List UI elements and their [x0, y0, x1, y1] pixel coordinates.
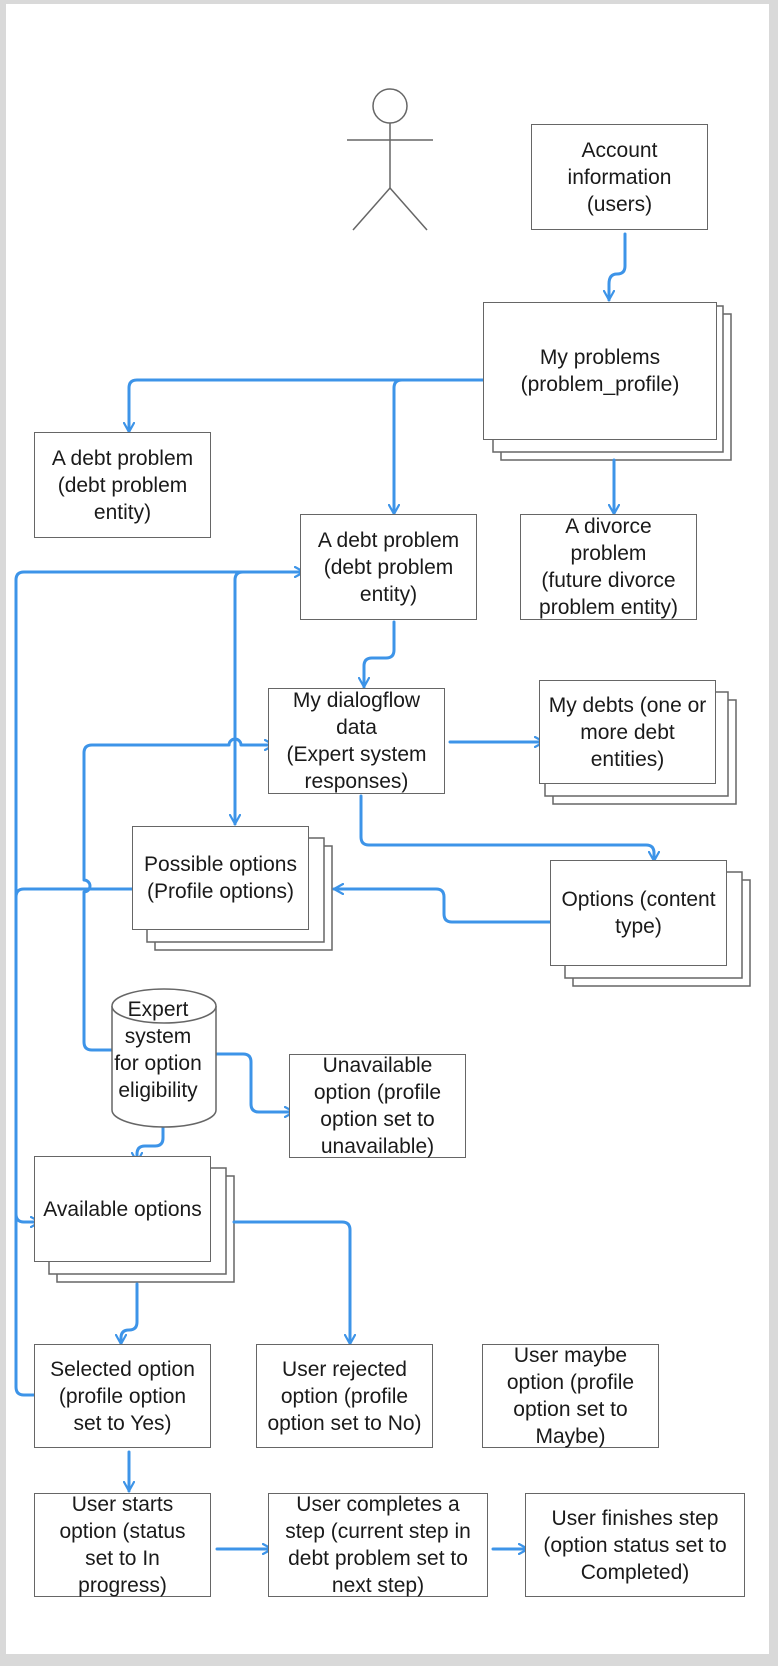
link-expert-dialogflow — [82, 737, 276, 1052]
link-dialogflow-options — [359, 794, 654, 863]
options-content-type-node: Options (content type) — [550, 860, 727, 966]
link-available-rejected — [232, 1220, 350, 1346]
link-available-selected — [121, 1282, 139, 1346]
link-debt2-dialogflow — [364, 620, 396, 689]
my-debts-node: My debts (one or more debt entities) — [539, 680, 716, 784]
expert-system-node: Expert system for option eligibility — [114, 998, 202, 1102]
link-branch-possible — [235, 570, 245, 826]
debt-problem-node-2: A debt problem (debt problem entity) — [300, 514, 477, 620]
selected-option-node: Selected option (profile option set to Y… — [34, 1344, 211, 1448]
dialogflow-data-node: My dialogflow data (Expert system respon… — [268, 688, 445, 794]
unavailable-option-node: Unavailable option (profile option set t… — [289, 1054, 466, 1158]
divorce-problem-node: A divorce problem (future divorce proble… — [520, 514, 697, 620]
maybe-option-node: User maybe option (profile option set to… — [482, 1344, 659, 1448]
debt-problem-node-1: A debt problem (debt problem entity) — [34, 432, 211, 538]
stick-figure-actor-icon — [347, 88, 433, 231]
user-completes-step-node: User completes a step (current step in d… — [268, 1493, 488, 1597]
link-expert-available — [137, 1125, 165, 1164]
user-starts-option-node: User starts option (status set to In pro… — [34, 1493, 211, 1597]
account-information-node: Account information (users) — [531, 124, 708, 230]
link-options-possible — [332, 889, 557, 924]
possible-options-node: Possible options (Profile options) — [132, 826, 309, 930]
rejected-option-node: User rejected option (profile option set… — [256, 1344, 433, 1448]
available-options-node: Available options — [34, 1156, 211, 1262]
link-possible-available — [14, 887, 139, 1222]
link-myproblems-debt1 — [129, 378, 487, 434]
link-expert-unavailable — [214, 1052, 296, 1112]
link-account-myproblems — [609, 232, 627, 302]
user-finishes-step-node: User finishes step (option status set to… — [525, 1493, 745, 1597]
link-myproblems-debt2 — [394, 378, 404, 516]
my-problems-node: My problems (problem_profile) — [483, 302, 717, 440]
expert-system-cylinder-icon — [111, 988, 217, 1128]
